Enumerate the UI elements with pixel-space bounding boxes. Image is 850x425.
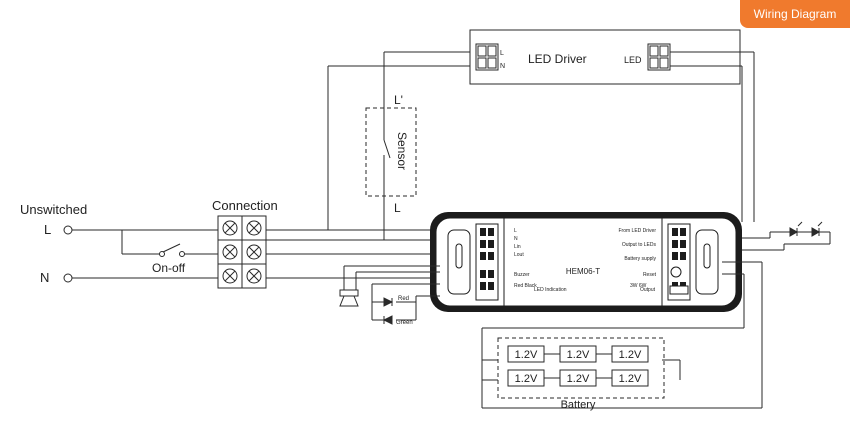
driver-output-terminal — [647, 43, 671, 71]
connection-label: Connection — [212, 198, 278, 213]
module-from-driver-label: From LED Driver — [618, 228, 656, 234]
sensor-box — [365, 107, 417, 197]
green-led-label: Green — [396, 320, 413, 326]
battery-label: Battery — [561, 399, 596, 411]
switch-contact-right — [179, 251, 185, 257]
sensor-label: Sensor — [395, 132, 409, 170]
red-led — [383, 297, 394, 307]
l-prime-label: L' — [394, 93, 403, 107]
l-label: L — [44, 222, 51, 237]
module-label-panel — [503, 217, 663, 307]
driver-l-label: L — [500, 50, 504, 57]
driver-n-label: N — [500, 63, 505, 70]
led-output-label: LED — [624, 55, 642, 65]
battery-pack — [497, 337, 665, 399]
module-lin-label: Lin — [514, 244, 521, 250]
n-terminal — [63, 273, 73, 283]
battery-cell-label: 1.2V — [619, 373, 642, 385]
led-driver-label: LED Driver — [528, 52, 587, 66]
battery-cell-label: 1.2V — [515, 373, 538, 385]
on-off-label: On-off — [152, 261, 186, 275]
module-output-word-label: Output — [640, 287, 656, 293]
on-off-switch — [162, 243, 181, 253]
buzzer — [339, 289, 359, 297]
module-lout-label: Lout — [514, 252, 524, 258]
green-led — [382, 315, 393, 325]
battery-cell-label: 1.2V — [567, 349, 590, 361]
led-driver-box — [469, 29, 741, 85]
battery-cell-label: 1.2V — [515, 349, 538, 361]
buzzer-horn — [339, 295, 359, 307]
module-red-black-label: Red Black — [514, 283, 537, 289]
battery-cell-label: 1.2V — [567, 373, 590, 385]
battery-cell-label: 1.2V — [619, 349, 642, 361]
output-selector — [669, 285, 689, 295]
hem06t-module — [430, 212, 742, 312]
module-output-leds-label: Output to LEDs — [622, 242, 657, 248]
n-label: N — [40, 270, 49, 285]
module-led-indication-label: LED Indication — [534, 287, 567, 293]
sensor-l-label: L — [394, 201, 401, 215]
reset-button — [670, 266, 682, 278]
sensor-switch — [383, 139, 391, 159]
l-terminal — [63, 225, 73, 235]
led-output-diodes — [789, 221, 823, 237]
wiring-diagram-badge: Wiring Diagram — [740, 0, 850, 28]
module-battery-supply-label: Battery supply — [624, 256, 656, 262]
switch-contact-left — [159, 251, 165, 257]
module-l-label: L — [514, 228, 517, 234]
module-name: HEM06-T — [566, 267, 600, 276]
red-led-label: Red — [398, 296, 409, 302]
module-reset-label: Reset — [643, 272, 657, 278]
module-output-power-label: 3W 6W — [630, 283, 647, 289]
driver-input-terminal — [475, 43, 499, 71]
unswitched-label: Unswitched — [20, 202, 87, 217]
connection-block — [217, 215, 267, 289]
module-n-label: N — [514, 236, 518, 242]
module-buzzer-label: Buzzer — [514, 272, 530, 278]
